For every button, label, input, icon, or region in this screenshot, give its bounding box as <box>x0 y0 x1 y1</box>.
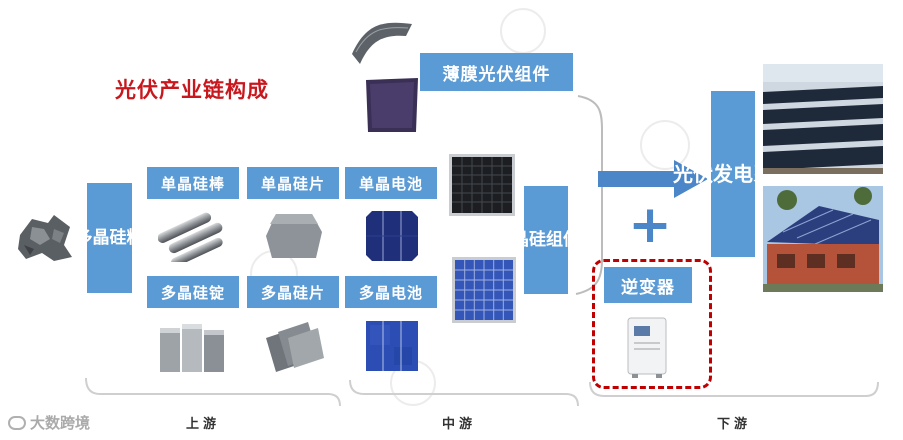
crystalline-silicon-module-box: 晶硅组件 <box>512 186 580 294</box>
watermark-brand: 大数跨境 <box>8 412 90 433</box>
mono-cell-box: 单晶电池 <box>345 167 437 199</box>
poly-silicon-wafer-box: 多晶硅片 <box>247 276 339 308</box>
poly-silicon-ingot-box: 多晶硅锭 <box>147 276 239 308</box>
plus-sign: + <box>628 195 672 255</box>
phase-label-downstream: 下游 <box>717 417 752 432</box>
phase-label-midstream: 中游 <box>442 417 477 432</box>
mono-silicon-wafer-box: 单晶硅片 <box>247 167 339 199</box>
poly-silicon-wafer-image <box>266 322 324 372</box>
mono-silicon-wafer-image <box>266 214 322 258</box>
solar-farm-photo <box>763 64 883 174</box>
polysilicon-rock-image <box>18 215 72 261</box>
inverter-box: 逆变器 <box>604 267 692 303</box>
poly-silicon-ingot-image <box>160 324 224 372</box>
watermark-text: 大数跨境 <box>30 414 91 432</box>
poly-cell-image <box>366 321 418 371</box>
watermark-seal <box>640 120 690 170</box>
inverter-device-image <box>627 317 667 378</box>
thin-film-panel-image <box>366 78 418 132</box>
thin-film-flexible-image <box>352 22 412 64</box>
diagram-title: 光伏产业链构成 <box>115 78 269 102</box>
mono-panel-image <box>449 154 515 216</box>
mono-silicon-rod-box: 单晶硅棒 <box>147 167 239 199</box>
poly-cell-box: 多晶电池 <box>345 276 437 308</box>
polysilicon-material-box: 多晶硅料 <box>76 183 144 293</box>
inverter-highlight-frame <box>592 259 712 389</box>
flow-arrow <box>598 160 708 198</box>
mono-silicon-rod-image <box>158 212 223 262</box>
pv-power-system-box: 光伏发电系统 <box>673 91 793 257</box>
phase-label-upstream: 上游 <box>186 417 221 432</box>
mono-cell-image <box>366 211 418 261</box>
rooftop-solar-photo <box>763 186 883 292</box>
thin-film-module-box: 薄膜光伏组件 <box>420 53 573 91</box>
watermark-logo-icon <box>8 415 26 430</box>
poly-panel-image <box>452 257 516 323</box>
